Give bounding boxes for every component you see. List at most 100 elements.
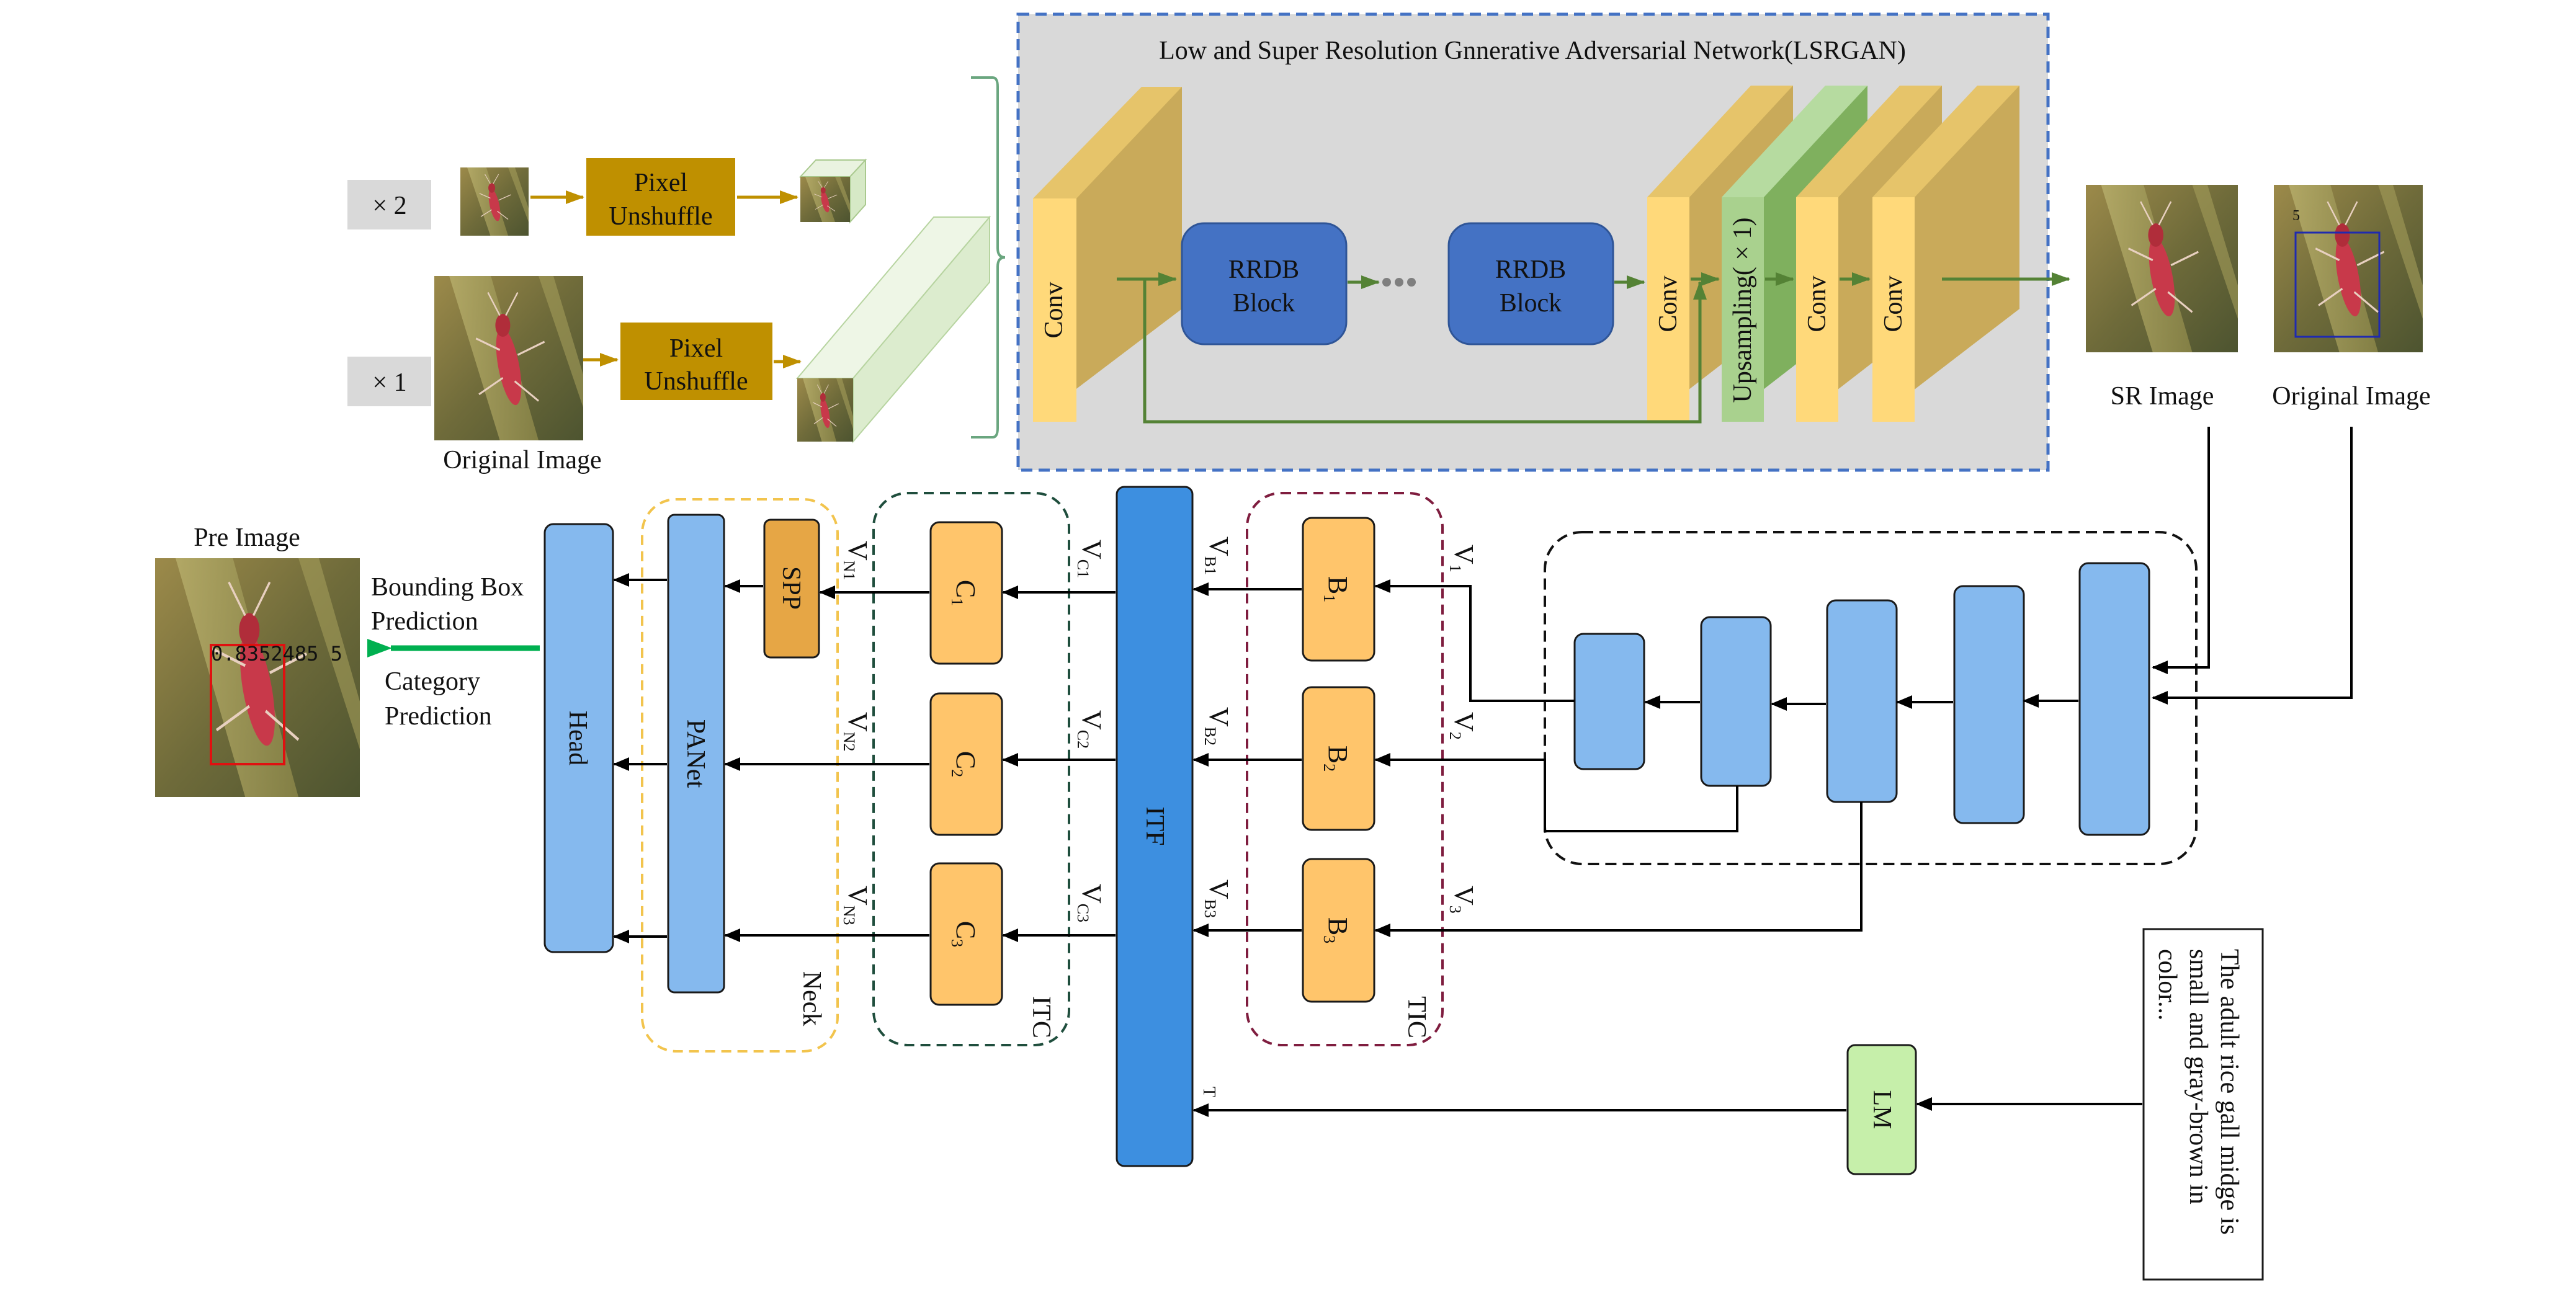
b-block-1-sub: 1 xyxy=(1320,594,1338,602)
v-label-1-sub: 1 xyxy=(1446,564,1464,572)
scale-x1-label: × 1 xyxy=(372,368,406,397)
vn-label-2-base: V xyxy=(843,712,873,732)
itc-group xyxy=(872,492,1070,1046)
vc-label-1-base: V xyxy=(1076,540,1107,559)
input-brace xyxy=(971,76,1006,439)
svg-text:VN3: VN3 xyxy=(840,886,873,925)
original-image-crop-mark: 5 xyxy=(2292,208,2300,224)
spp-label: SPP xyxy=(777,566,805,610)
tic-label: TIC xyxy=(1402,996,1431,1038)
input-image-small xyxy=(460,167,529,236)
backbone-stage-5 xyxy=(2078,562,2150,836)
gold-arrows xyxy=(530,190,802,368)
vn-label-1-sub: N1 xyxy=(840,561,858,581)
input-image-original xyxy=(434,276,583,440)
vc-label-3-base: V xyxy=(1076,884,1107,904)
conv-3-label: Conv xyxy=(1803,275,1831,332)
rrdb-1-line2: Block xyxy=(1233,289,1295,318)
conv-2-label: Conv xyxy=(1654,275,1683,332)
text-prompt-line2: small and gray-brown in xyxy=(2184,949,2212,1204)
svg-text:B1: B1 xyxy=(1320,576,1353,602)
unshuffle-cuboid-long xyxy=(795,215,991,443)
svg-text:V3: V3 xyxy=(1446,886,1479,914)
original-image-output: 5 xyxy=(2274,185,2423,352)
head-block: Head xyxy=(543,523,614,953)
pixel-unshuffle-2-line2: Unshuffle xyxy=(644,367,748,396)
svg-text:VC1: VC1 xyxy=(1074,540,1107,578)
vb-label-1-base: V xyxy=(1204,536,1234,556)
text-prompt-line3: color... xyxy=(2153,949,2181,1020)
bbox-pred-line2: Prediction xyxy=(371,607,478,636)
svg-text:V1: V1 xyxy=(1446,545,1479,572)
conv-block-4: Conv xyxy=(1872,86,2019,422)
t-label: T xyxy=(1199,1087,1219,1097)
text-prompt-box: The adult rice gall midge is small and g… xyxy=(2142,928,2264,1281)
svg-text:C1: C1 xyxy=(948,580,981,606)
pixel-unshuffle-1-line2: Unshuffle xyxy=(609,202,712,231)
vb-label-3-base: V xyxy=(1204,879,1234,899)
svg-text:B3: B3 xyxy=(1320,917,1353,943)
pixel-unshuffle-2-line1: Pixel xyxy=(669,334,723,363)
rrdb-2-line2: Block xyxy=(1500,289,1562,318)
vc-label-2-sub: C2 xyxy=(1074,730,1092,749)
pixel-unshuffle-1-line1: Pixel xyxy=(634,169,687,197)
vn-label-2-sub: N2 xyxy=(840,732,858,752)
cat-pred-line2: Prediction xyxy=(385,702,492,731)
itc-label: ITC xyxy=(1027,996,1055,1038)
bbox-pred-line1: Bounding Box xyxy=(371,573,524,602)
ellipsis-dots xyxy=(1382,278,1416,287)
svg-text:V2: V2 xyxy=(1446,712,1479,740)
vb-label-3-sub: B3 xyxy=(1201,899,1219,918)
svg-text:VN1: VN1 xyxy=(840,541,873,581)
vc-label-2-base: V xyxy=(1076,710,1107,730)
itf-block: ITF xyxy=(1116,486,1194,1167)
unshuffle-cube-small xyxy=(798,158,867,224)
panet-block: PANet xyxy=(667,514,725,994)
original-image-output-label: Original Image xyxy=(2272,382,2430,411)
head-label: Head xyxy=(563,711,592,766)
svg-text:VB3: VB3 xyxy=(1201,879,1234,918)
b-block-2-base: B xyxy=(1323,746,1353,764)
c-block-2-base: C xyxy=(950,751,981,769)
sr-image-label: SR Image xyxy=(2111,382,2214,411)
b-block-3-base: B xyxy=(1323,917,1353,935)
pre-image: 0.8352485 5 xyxy=(155,558,360,797)
scale-x1-badge: × 1 xyxy=(347,357,431,406)
sr-image xyxy=(2086,185,2238,352)
backbone-stage-1 xyxy=(1573,633,1645,770)
c-block-3-base: C xyxy=(950,921,981,939)
neck-label: Neck xyxy=(797,971,826,1026)
c-block-3: C3 xyxy=(929,862,1003,1006)
c-block-1: C1 xyxy=(929,521,1003,665)
lm-block: LM xyxy=(1846,1044,1917,1175)
detection-score: 0.8352485 5 xyxy=(211,642,342,666)
c-block-3-sub: 3 xyxy=(948,939,966,947)
v-label-2-sub: 2 xyxy=(1446,732,1464,740)
spp-block: SPP xyxy=(763,519,820,659)
backbone-stage-2 xyxy=(1700,616,1772,787)
vc-label-3-sub: C3 xyxy=(1074,904,1092,922)
backbone-stages xyxy=(1573,562,2150,836)
rrdb-1-line1: RRDB xyxy=(1228,256,1299,284)
svg-text:VN2: VN2 xyxy=(840,712,873,752)
svg-text:VB2: VB2 xyxy=(1201,707,1234,746)
c-block-2-sub: 2 xyxy=(948,769,966,777)
vc-label-1-sub: C1 xyxy=(1074,559,1092,578)
svg-text:VB1: VB1 xyxy=(1201,536,1234,575)
backbone-group xyxy=(1544,531,2198,865)
svg-text:C3: C3 xyxy=(948,921,981,947)
rrdb-block-1: RRDB Block xyxy=(1181,222,1348,345)
vb-label-1-sub: B1 xyxy=(1201,556,1219,575)
conv-1-label: Conv xyxy=(1040,282,1068,338)
gan-arrows xyxy=(1117,272,2070,424)
vn-label-1-base: V xyxy=(843,541,873,561)
tic-group xyxy=(1246,492,1444,1046)
v-label-1-base: V xyxy=(1449,545,1479,564)
c-block-2: C2 xyxy=(929,692,1003,836)
svg-text:VC2: VC2 xyxy=(1074,710,1107,749)
connector-arrows xyxy=(613,427,2353,1117)
rrdb-2-line1: RRDB xyxy=(1495,256,1566,284)
b-block-3: B3 xyxy=(1302,858,1375,1003)
conv-4-label: Conv xyxy=(1879,275,1908,332)
v-label-2-base: V xyxy=(1449,712,1479,732)
